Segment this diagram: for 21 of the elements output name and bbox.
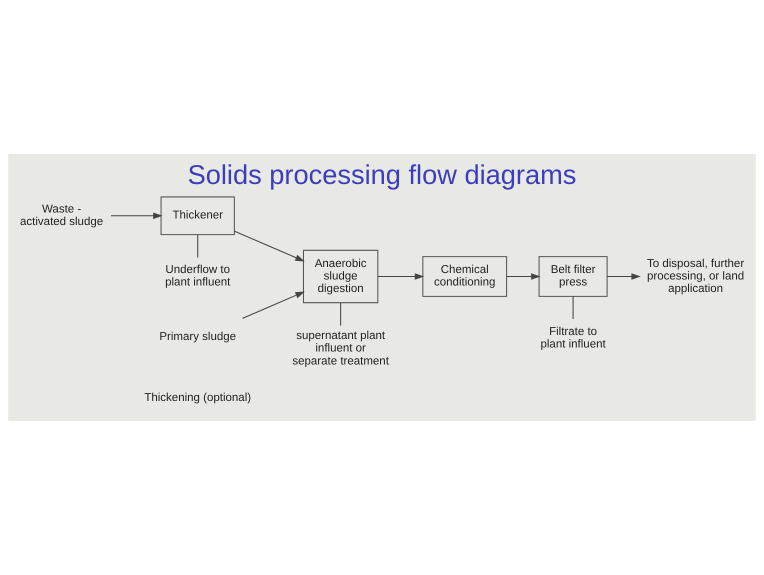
label: Thickening (optional)	[144, 392, 252, 404]
arrow	[607, 273, 641, 280]
node-text: Underflow to plant influent	[165, 264, 230, 289]
node-text: Filtrate to plant influent	[540, 326, 606, 350]
node-text: To disposal, further processing, or land application	[647, 258, 744, 295]
connector	[197, 234, 198, 258]
node-box: Chemical conditioning	[422, 256, 508, 297]
arrow	[506, 273, 541, 280]
node-text: Primary sludge	[159, 331, 236, 344]
arrow	[234, 230, 305, 262]
connector	[340, 302, 342, 326]
arrow	[111, 212, 163, 220]
node-box: Anaerobic sludge digestion	[302, 250, 378, 304]
node-box: Belt filter press	[538, 256, 608, 297]
node-box: Thickener	[160, 196, 235, 236]
arrow	[242, 292, 305, 319]
node-text: Waste - activated sludge	[20, 203, 104, 228]
diagram-title: Solids processing flow diagrams	[188, 159, 576, 190]
arrow	[378, 273, 424, 280]
connector	[572, 296, 574, 319]
node-text: supernatant plant influent or separate treatment	[292, 330, 389, 368]
